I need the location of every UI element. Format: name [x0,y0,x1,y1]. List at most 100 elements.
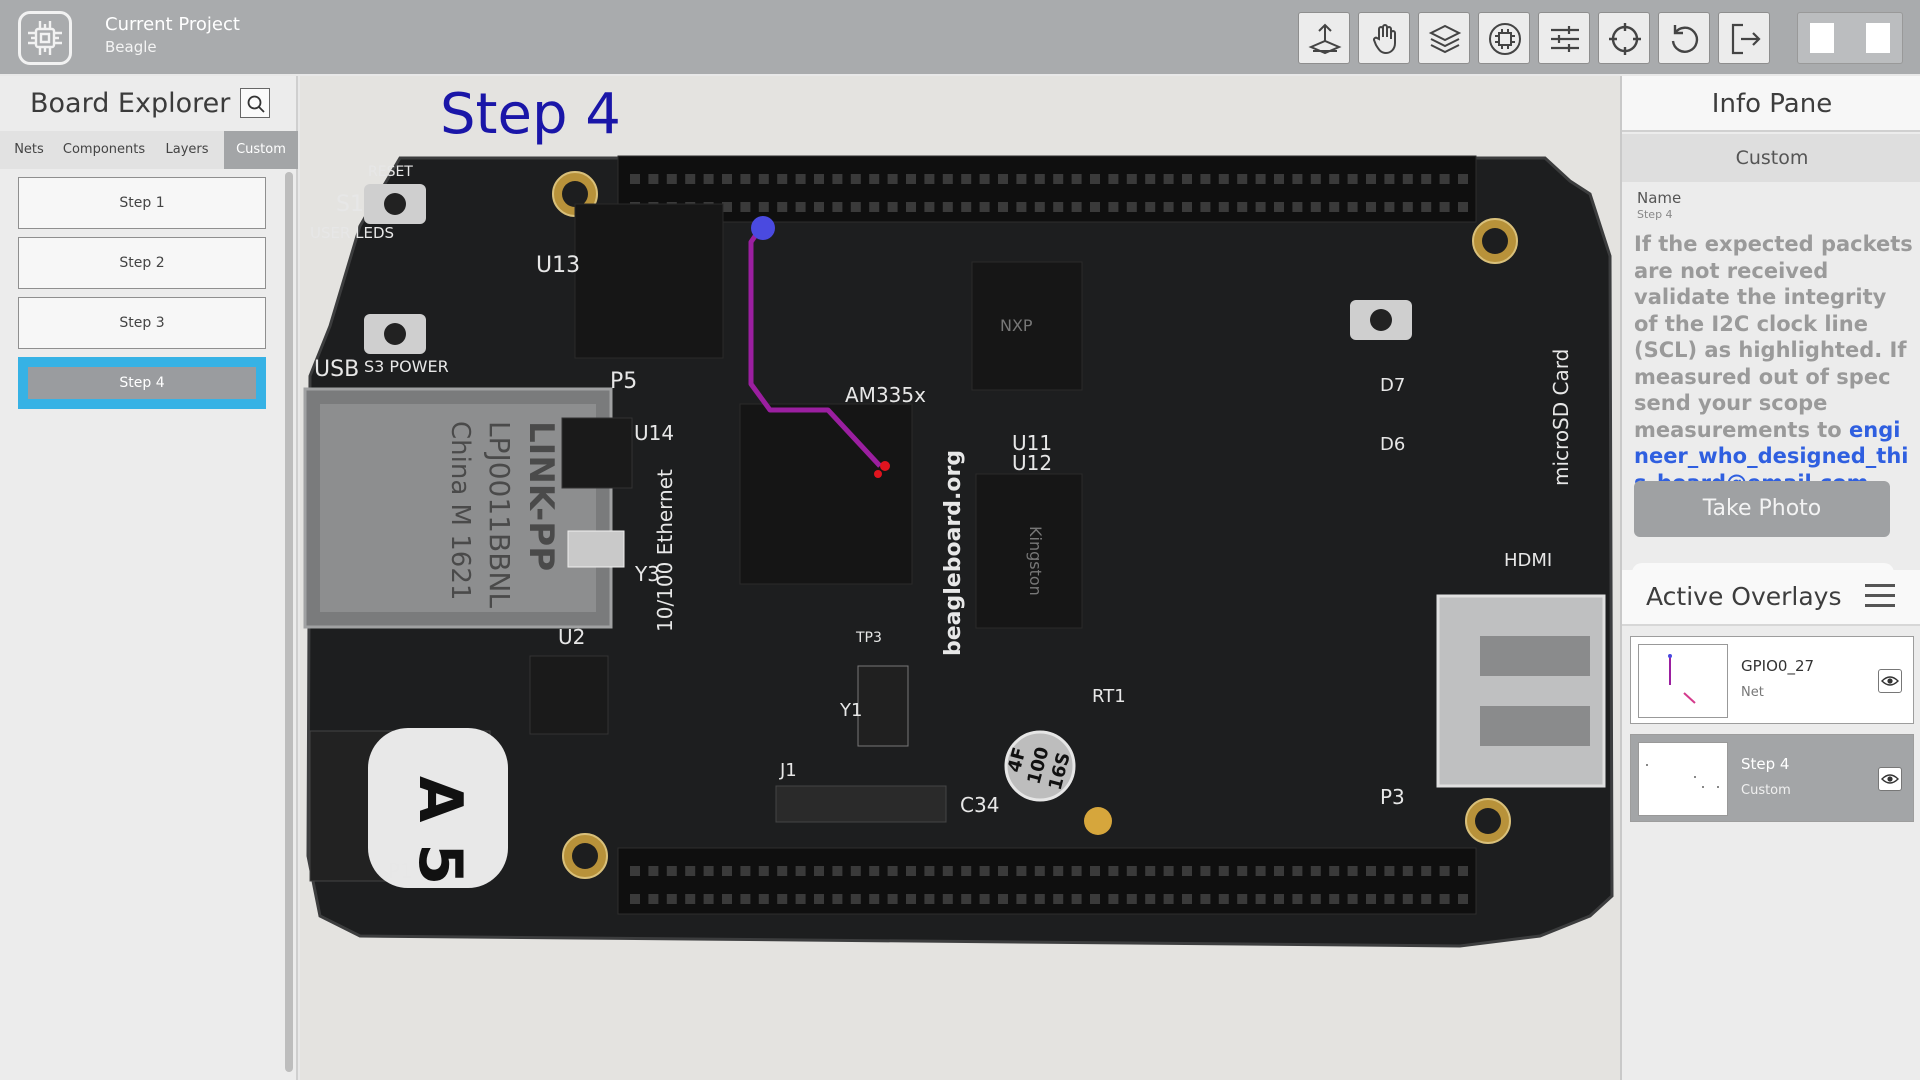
header-pin [1108,202,1119,212]
header-pin [740,894,751,904]
header-pin [869,866,880,876]
header-pin [648,894,659,904]
label-y3: Y3 [634,562,660,586]
label-u11: U11 [1012,431,1052,455]
header-pin [814,866,824,876]
header-pin [1145,202,1156,212]
j1-connector [775,785,947,823]
header-pin [887,894,898,904]
header-pin [832,894,843,904]
header-pin [685,866,696,876]
header-pin [869,894,880,904]
left-pane-toggle[interactable] [1810,23,1834,53]
header-pin [1292,174,1303,184]
explorer-scrollbar[interactable] [285,172,293,1072]
right-pane-toggle[interactable] [1866,23,1890,53]
exit-button[interactable] [1718,12,1770,64]
header-pin [1329,202,1340,212]
step-2-button[interactable]: Step 2 [18,237,266,289]
top-header-pins [630,174,1468,212]
visibility-toggle[interactable] [1878,767,1902,791]
header-pin [850,174,861,184]
header-pin [777,202,788,212]
tab-layers[interactable]: Layers [165,142,209,157]
overlay-item-gpio[interactable]: GPIO0_27 Net [1630,636,1914,724]
overlay-item-step4[interactable]: Step 4 Custom [1630,734,1914,822]
label-d7: D7 [1380,375,1405,396]
chip-button[interactable] [1478,12,1530,64]
header-pin [979,866,990,876]
header-pin [666,174,677,184]
layers-icon [1428,24,1462,54]
settings-button[interactable] [1538,12,1590,64]
probe-end-marker-2 [874,470,882,478]
header-pin [979,202,990,212]
step-4-button[interactable]: Step 4 [18,357,266,409]
exit-icon [1731,23,1761,55]
header-pin [814,894,824,904]
header-pin [961,174,972,184]
tab-custom[interactable]: Custom [224,131,298,169]
header-pin [1126,202,1137,212]
crosshair-icon [1609,23,1641,55]
pcb-outline [306,156,1614,948]
u2-chip [529,655,609,735]
explorer-tabs: Nets Components Layers Custom [0,131,298,169]
info-body-text: If the expected packets are not received… [1634,232,1913,442]
power-jack-text: A 5 [405,776,475,885]
y1-crystal [857,665,909,747]
header-pin [1053,202,1064,212]
label-kingston: Kingston [1026,526,1045,596]
header-pin [1016,894,1027,904]
layout-toggle[interactable] [1797,12,1903,64]
header-pin [1458,202,1468,212]
header-pin [1182,174,1192,184]
board-explorer-panel: Board Explorer Nets Components Layers Cu… [0,76,298,1080]
bottom-header-pins [630,866,1468,904]
header-pin [832,866,843,876]
label-china: China M 1621 [445,421,475,600]
header-pin [758,866,769,876]
refresh-button[interactable] [1658,12,1710,64]
header-pin [850,894,861,904]
overlays-menu-icon[interactable] [1865,584,1899,610]
header-pin [1439,202,1450,212]
label-c34: C34 [960,793,999,817]
label-am335x: AM335x [845,383,926,407]
board-canvas[interactable]: LINK-PP LPJ0011BBNL China M 1621 A 5 4F … [300,76,1620,1080]
header-pin [1439,866,1450,876]
header-pin [850,202,861,212]
pan-button[interactable] [1358,12,1410,64]
header-pin [722,894,732,904]
header-pin [685,174,696,184]
visibility-toggle[interactable] [1878,669,1902,693]
explorer-search-button[interactable] [240,88,270,118]
header-pin [722,202,732,212]
header-pin [1458,894,1468,904]
header-pin [850,866,861,876]
label-j1: J1 [779,760,797,781]
header-pin [1053,866,1064,876]
step-1-button[interactable]: Step 1 [18,177,266,229]
header-pin [1145,894,1156,904]
header-pin [1255,202,1266,212]
header-pin [666,866,677,876]
layers-button[interactable] [1418,12,1470,64]
header-pin [685,894,696,904]
engineer-email-link[interactable]: engineer_who_designed_this_board@email.c… [1634,417,1909,495]
take-photo-button[interactable]: Take Photo [1634,481,1890,537]
header-pin [795,894,806,904]
step-3-button[interactable]: Step 3 [18,297,266,349]
header-pin [1218,202,1229,212]
header-pin [758,202,769,212]
header-pin [1016,202,1027,212]
label-hdmi: HDMI [1504,550,1552,571]
label-nxp: NXP [1000,316,1033,335]
board-view-button[interactable] [1298,12,1350,64]
tab-nets[interactable]: Nets [14,142,44,157]
header-pin [1108,866,1119,876]
header-pin [1053,174,1064,184]
tab-components[interactable]: Components [62,142,146,157]
name-label: Name [1637,189,1682,207]
recenter-button[interactable] [1598,12,1650,64]
